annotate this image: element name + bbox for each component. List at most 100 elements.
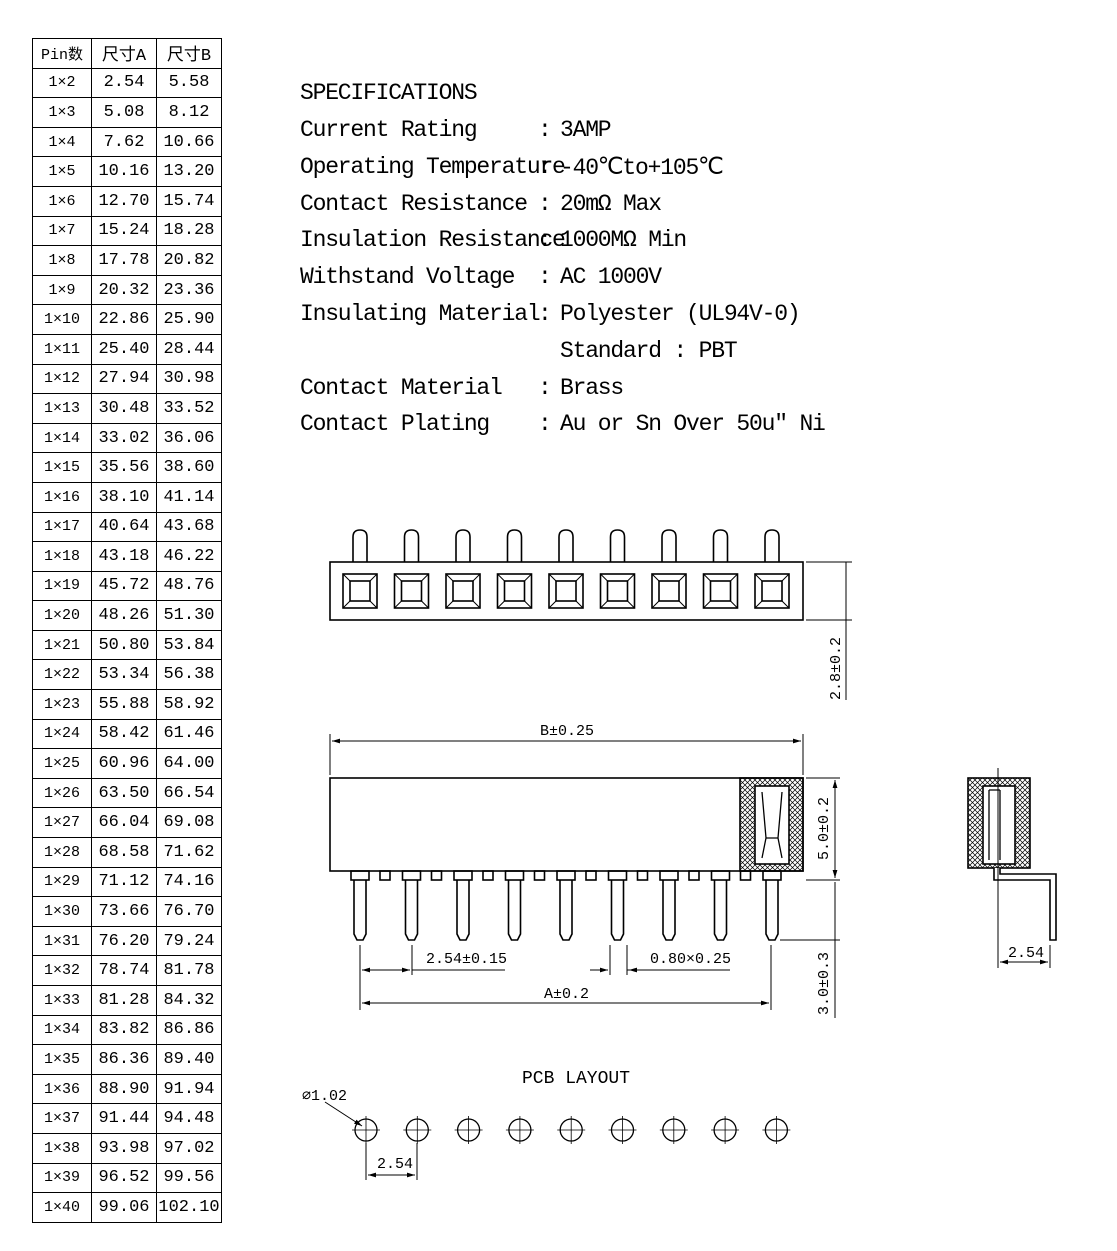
cell-dim-a: 40.64 bbox=[91, 511, 157, 543]
cell-dim-b: 58.92 bbox=[156, 689, 222, 720]
front-view-standoff bbox=[401, 870, 422, 881]
front-view-spacer bbox=[739, 870, 752, 881]
dim-pcb-pitch-label: 2.54 bbox=[377, 1156, 413, 1173]
cell-dim-b: 8.12 bbox=[156, 97, 222, 128]
cell-pin-count: 1×21 bbox=[32, 629, 92, 661]
front-view-pin bbox=[713, 880, 728, 941]
front-view-standoff bbox=[659, 870, 679, 881]
top-view bbox=[329, 561, 804, 621]
spec-value-insulating-material-standard: Standard : PBT bbox=[560, 338, 738, 364]
spec-label-current-rating: Current Rating bbox=[300, 117, 478, 143]
cell-dim-b: 48.76 bbox=[156, 570, 222, 602]
front-view-pin bbox=[662, 880, 676, 941]
top-view-socket-inner bbox=[452, 580, 474, 602]
front-view-standoff bbox=[762, 870, 782, 881]
top-view-socket-bevel bbox=[651, 573, 687, 609]
cell-dim-a: 96.52 bbox=[91, 1162, 157, 1194]
spec-colon: : bbox=[538, 375, 552, 401]
table-header-row: Pin数 尺寸A 尺寸B bbox=[32, 38, 222, 69]
dim-side-offset-label: 2.54 bbox=[1008, 945, 1044, 962]
front-view-standoff bbox=[710, 870, 731, 881]
cell-pin-count: 1×2 bbox=[32, 67, 92, 99]
cell-pin-count: 1×37 bbox=[32, 1103, 92, 1134]
front-view-standoff bbox=[607, 870, 628, 881]
cell-pin-count: 1×35 bbox=[32, 1044, 92, 1075]
spec-label-insulating-material: Insulating Material bbox=[300, 301, 541, 327]
front-view-spacer bbox=[636, 870, 649, 881]
front-view-pin bbox=[507, 880, 522, 941]
front-view-spacer bbox=[430, 870, 443, 881]
cell-dim-a: 30.48 bbox=[91, 393, 157, 424]
cell-dim-b: 91.94 bbox=[156, 1073, 222, 1105]
cell-dim-a: 10.16 bbox=[91, 156, 157, 187]
pcb-hole-crosshair bbox=[454, 1116, 483, 1144]
top-view-socket-bevel bbox=[600, 573, 635, 609]
front-view-standoff bbox=[453, 870, 473, 881]
cell-pin-count: 1×14 bbox=[32, 422, 92, 454]
cell-dim-a: 12.70 bbox=[91, 185, 157, 217]
spec-value-operating-temperature: -40℃to+105℃ bbox=[560, 155, 724, 181]
pcb-hole-crosshair bbox=[608, 1116, 637, 1144]
top-view-socket-bevel bbox=[445, 573, 481, 609]
top-view-pin-tail bbox=[764, 529, 780, 562]
cell-pin-count: 1×6 bbox=[32, 185, 92, 217]
dim-pitch-label: 2.54±0.15 bbox=[426, 951, 507, 968]
cell-pin-count: 1×4 bbox=[32, 126, 92, 158]
cell-dim-a: 88.90 bbox=[91, 1073, 157, 1105]
cell-pin-count: 1×38 bbox=[32, 1132, 92, 1164]
spec-label-contact-plating: Contact Plating bbox=[300, 411, 490, 437]
cell-dim-a: 15.24 bbox=[91, 215, 157, 247]
spec-colon: : bbox=[538, 227, 552, 253]
front-view-body bbox=[329, 777, 804, 872]
top-view-socket bbox=[496, 573, 533, 609]
front-view-pin bbox=[456, 880, 470, 941]
header-dim-a: 尺寸A bbox=[91, 38, 157, 69]
top-view-socket-bevel bbox=[754, 573, 790, 609]
spec-colon: : bbox=[538, 154, 552, 180]
cell-dim-a: 81.28 bbox=[91, 985, 157, 1016]
dim-b-label: B±0.25 bbox=[540, 723, 594, 740]
cell-pin-count: 1×27 bbox=[32, 807, 92, 839]
top-view-socket-inner bbox=[761, 580, 783, 602]
top-view-pin-tail bbox=[352, 529, 368, 562]
cell-dim-b: 53.84 bbox=[156, 629, 222, 661]
cell-dim-b: 20.82 bbox=[156, 245, 222, 276]
side-view-cavity bbox=[982, 785, 1016, 865]
cell-pin-count: 1×40 bbox=[32, 1192, 92, 1223]
front-view-standoff bbox=[556, 870, 576, 881]
cell-pin-count: 1×15 bbox=[32, 452, 92, 483]
cell-dim-b: 94.48 bbox=[156, 1103, 222, 1134]
spec-value-contact-resistance: 20mΩ Max bbox=[560, 191, 662, 217]
dim-pin-length bbox=[780, 882, 840, 1018]
cell-dim-b: 38.60 bbox=[156, 452, 222, 483]
cell-dim-b: 102.10 bbox=[156, 1192, 222, 1223]
cell-dim-b: 84.32 bbox=[156, 985, 222, 1016]
pcb-hole-crosshair bbox=[352, 1116, 380, 1144]
cell-dim-a: 7.62 bbox=[91, 126, 157, 158]
cell-dim-a: 5.08 bbox=[91, 97, 157, 128]
top-view-body bbox=[329, 561, 804, 621]
front-view-pin bbox=[765, 880, 779, 941]
top-view-socket bbox=[393, 573, 430, 609]
spec-colon: : bbox=[538, 191, 552, 217]
cell-dim-a: 78.74 bbox=[91, 955, 157, 986]
cell-dim-b: 71.62 bbox=[156, 837, 222, 868]
